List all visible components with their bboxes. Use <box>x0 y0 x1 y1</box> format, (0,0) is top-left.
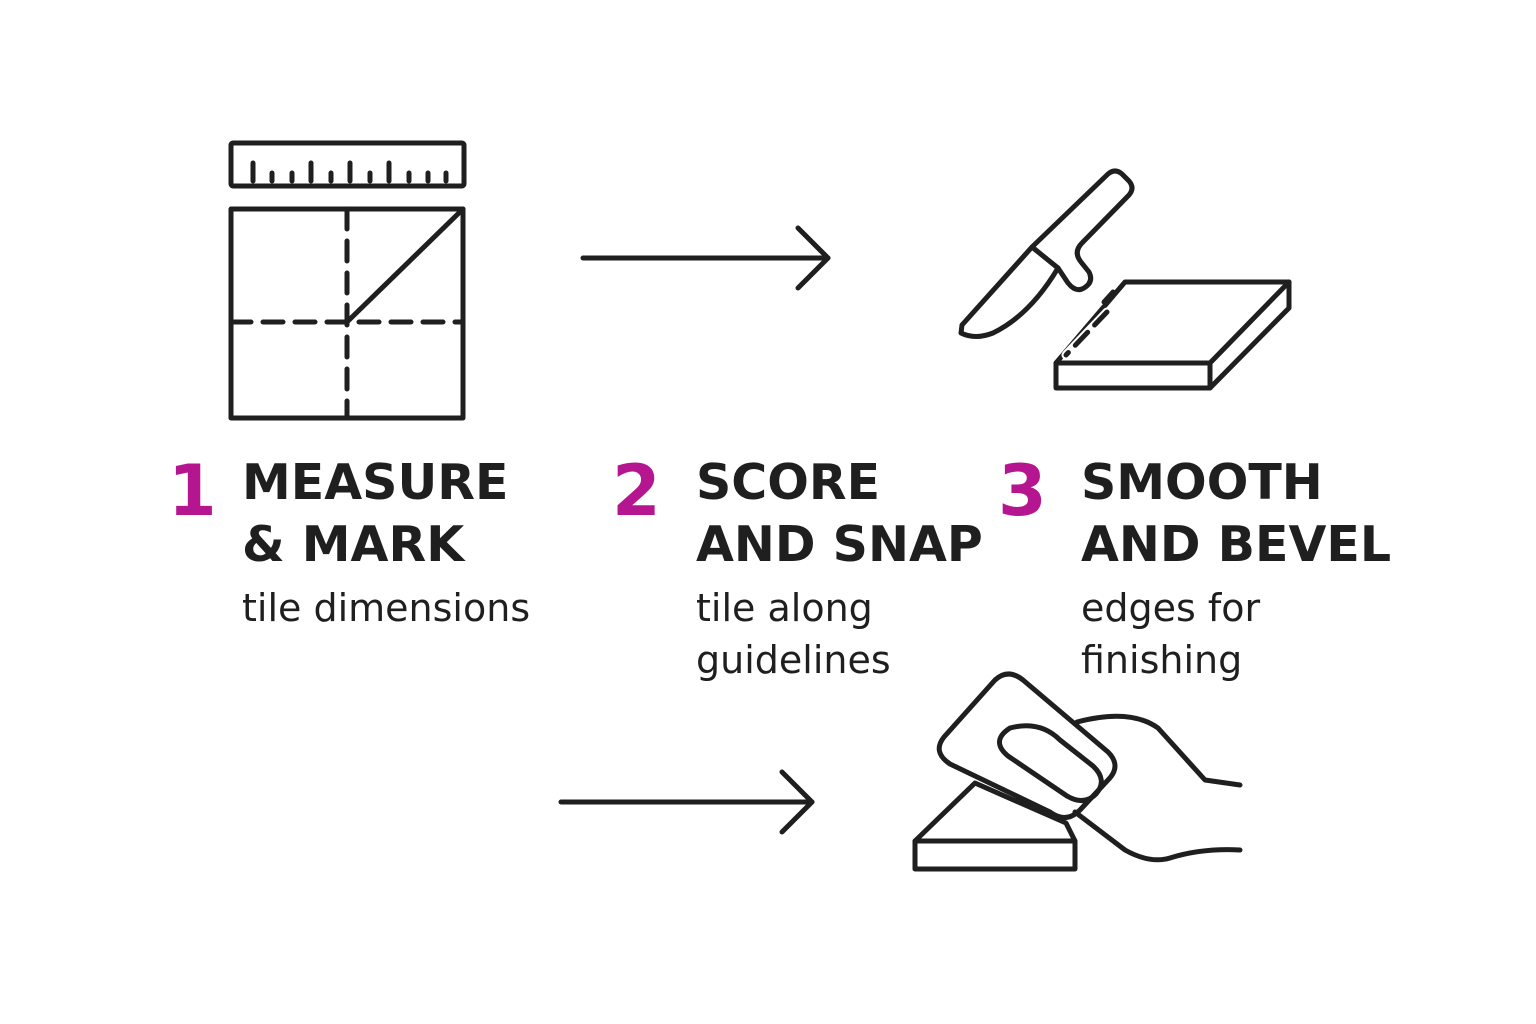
marked-tile-icon <box>228 206 466 421</box>
tile-icon <box>1053 279 1292 391</box>
score-mark-icon <box>1101 289 1116 305</box>
arrow-right-icon <box>558 769 815 835</box>
step-title-line: SMOOTH <box>1081 454 1323 511</box>
hand-icon <box>997 713 1243 863</box>
step-description-line: tile dimensions <box>242 586 531 630</box>
step-title-line: & MARK <box>242 516 465 573</box>
ruler-icon <box>228 140 467 189</box>
sanding-block-icon <box>936 671 1118 820</box>
knife-tile-icon <box>958 168 1292 391</box>
step-title-line: SCORE <box>696 454 881 511</box>
step-title-line: AND SNAP <box>696 516 983 573</box>
step-title-line: AND BEVEL <box>1081 516 1392 573</box>
step-title: SCORE AND SNAP <box>696 452 983 576</box>
step-description-line: tile along <box>696 586 873 630</box>
step-number: 1 <box>168 450 217 532</box>
step-number: 2 <box>612 450 661 532</box>
step-number: 3 <box>998 450 1047 532</box>
step-title: MEASURE & MARK <box>242 452 508 576</box>
ruler-grid-icon <box>228 140 467 421</box>
step-description: edges for finishing <box>1081 582 1260 686</box>
step-description-line: finishing <box>1081 638 1243 682</box>
step-description-line: edges for <box>1081 586 1261 630</box>
step-title: SMOOTH AND BEVEL <box>1081 452 1391 576</box>
step-description: tile dimensions <box>242 582 530 634</box>
step-description-line: guidelines <box>696 638 891 682</box>
arrow-right-icon <box>580 225 831 291</box>
bevel-tile-icon <box>912 780 1078 872</box>
step-description: tile along guidelines <box>696 582 891 686</box>
step-title-line: MEASURE <box>242 454 509 511</box>
hand-sanding-icon <box>912 671 1243 872</box>
knife-icon <box>958 168 1135 339</box>
